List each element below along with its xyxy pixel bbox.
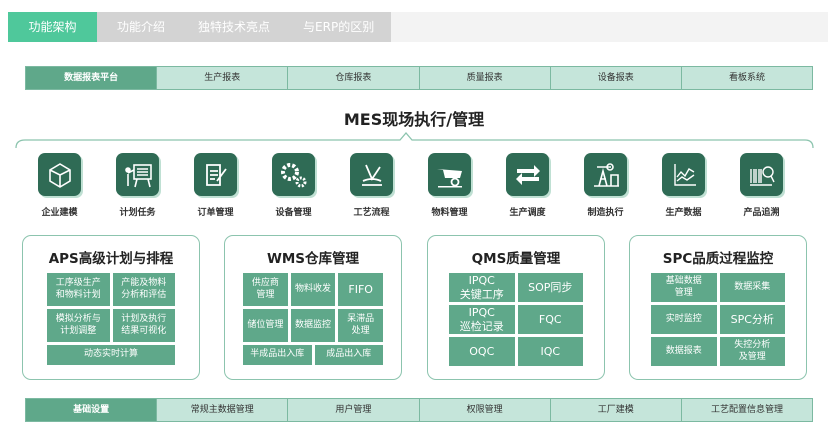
tab-bar: 功能架构 功能介绍 独特技术亮点 与ERP的区别 [8,12,828,42]
tools-icon [350,153,393,196]
module-cell: 成品出入库 [314,345,383,365]
module-cell: 失控分析 及管理 [719,337,785,366]
mes-item-data[interactable]: 生产数据 [662,153,705,218]
tab-highlights[interactable]: 独特技术亮点 [178,12,284,42]
module-cell: 计划及执行 结果可视化 [112,309,175,342]
module-wms: WMS仓库管理 供应商 管理 物料收发 FIFO 储位管理 数据监控 呆滞品 处… [224,235,402,380]
mes-item-material[interactable]: 物料管理 [428,153,471,218]
module-cell: 模拟分析与 计划调整 [47,309,110,342]
module-cell: 物料收发 [290,273,336,306]
bar-cell: 设备报表 [549,67,681,89]
tab-intro[interactable]: 功能介绍 [97,12,179,42]
mes-item-process[interactable]: 工艺流程 [350,153,393,218]
bar-cell: 工厂建模 [549,399,681,421]
arrows-exchange-icon [506,153,549,196]
mes-item-equipment[interactable]: 设备管理 [272,153,315,218]
mes-title: MES现场执行/管理 [343,110,485,129]
cube-icon [38,153,81,196]
module-cell: IPQC 巡检记录 [449,305,515,334]
presentation-icon [116,153,159,196]
mes-item-plan[interactable]: 计划任务 [116,153,159,218]
base-settings-bar: 基础设置 常规主数据管理 用户管理 权限管理 工厂建模 工艺配置信息管理 [25,398,813,422]
module-title: SPC品质过程监控 [662,251,774,267]
bar-cell: 看板系统 [680,67,813,89]
module-title: QMS质量管理 [471,251,561,267]
barcode-search-icon [740,153,783,196]
module-cell: 数据报表 [651,337,717,366]
module-cell: SOP同步 [517,273,583,302]
module-cell: 产能及物料 分析和评估 [112,273,175,306]
module-cell: 实时监控 [651,305,717,334]
document-edit-icon [194,153,237,196]
module-cell: 动态实时计算 [47,345,175,365]
bar-cell: 工艺配置信息管理 [680,399,813,421]
line-chart-icon [662,153,705,196]
bar-cell: 生产报表 [156,67,288,89]
mes-item-order[interactable]: 订单管理 [194,153,237,218]
wheelbarrow-icon [428,153,471,196]
module-cell: FIFO [338,273,383,306]
bar-cell: 仓库报表 [287,67,419,89]
module-cell: OQC [449,337,515,366]
tab-architecture[interactable]: 功能架构 [8,12,97,42]
module-aps: APS高级计划与排程 工序级生产 和物料计划 产能及物料 分析和评估 模拟分析与… [22,235,200,380]
module-cell: FQC [517,305,583,334]
module-qms: QMS质量管理 IPQC 关键工序 SOP同步 IPQC 巡检记录 FQC OQ… [427,235,605,380]
mes-icons: 企业建模 计划任务 订单管理 设备管理 工艺流程 物料管理 生产调度 制造执行 … [38,153,783,218]
module-cell: SPC分析 [719,305,785,334]
tab-erp-diff[interactable]: 与ERP的区别 [283,12,392,42]
gears-icon [272,153,315,196]
bar-cell: 常规主数据管理 [156,399,288,421]
module-title: APS高级计划与排程 [48,251,174,267]
module-cell: 工序级生产 和物料计划 [47,273,110,306]
module-cell: 数据采集 [719,273,785,302]
mes-item-execution[interactable]: 制造执行 [584,153,627,218]
bar-cell: 权限管理 [418,399,550,421]
bar-head: 基础设置 [26,399,157,421]
module-cell: 供应商 管理 [243,273,288,306]
module-cell: IPQC 关键工序 [449,273,515,302]
module-cell: 基础数据 管理 [651,273,717,302]
mes-item-modeling[interactable]: 企业建模 [38,153,81,218]
module-cell: 储位管理 [243,309,288,342]
module-cell: IQC [517,337,583,366]
mes-item-dispatch[interactable]: 生产调度 [506,153,549,218]
bar-head: 数据报表平台 [26,67,157,89]
bar-cell: 用户管理 [287,399,419,421]
bar-cell: 质量报表 [418,67,550,89]
bracket-line [15,132,814,149]
module-cell: 数据监控 [290,309,336,342]
oil-pump-icon [584,153,627,196]
module-spc: SPC品质过程监控 基础数据 管理 数据采集 实时监控 SPC分析 数据报表 失… [629,235,807,380]
module-cell: 呆滞品 处理 [338,309,383,342]
module-title: WMS仓库管理 [266,251,360,267]
report-platform-bar: 数据报表平台 生产报表 仓库报表 质量报表 设备报表 看板系统 [25,66,813,90]
module-cell: 半成品出入库 [243,345,312,365]
mes-item-trace[interactable]: 产品追溯 [740,153,783,218]
